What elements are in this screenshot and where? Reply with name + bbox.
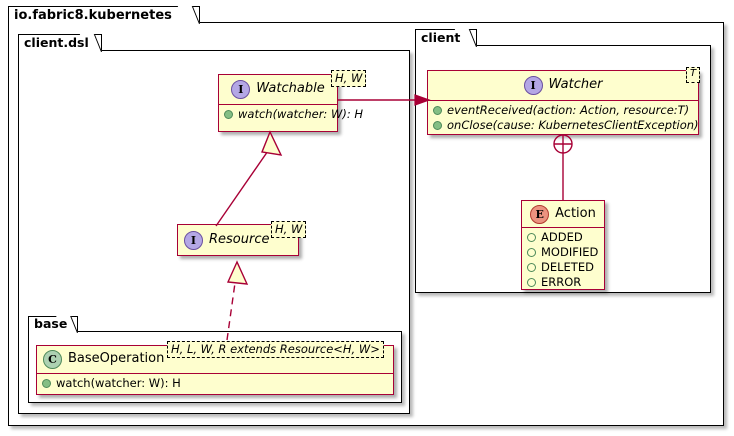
package-client-tab: client xyxy=(415,29,477,46)
member-label: ADDED xyxy=(541,230,583,244)
member-row: ERROR xyxy=(527,275,599,290)
interface-icon: I xyxy=(231,80,251,99)
member-label: DELETED xyxy=(541,259,594,274)
class-baseoperation-generics: H, L, W, R extends Resource<H, W> xyxy=(167,341,384,359)
enum-action-name: Action xyxy=(555,205,596,221)
public-visibility-icon xyxy=(433,120,442,130)
member-label: eventReceived(action: Action, resource:T… xyxy=(447,103,690,117)
interface-icon: I xyxy=(184,230,203,250)
class-icon: C xyxy=(43,350,62,369)
member-row: watch(watcher: W): H xyxy=(42,376,388,391)
package-client-dsl-tab: client.dsl xyxy=(18,34,102,51)
interface-icon: I xyxy=(523,76,543,95)
member-label: ERROR xyxy=(541,274,582,289)
package-client-label: client xyxy=(421,29,461,45)
member-label: onClose(cause: KubernetesClientException… xyxy=(447,117,699,132)
class-baseoperation-header: C BaseOperation xyxy=(37,346,393,374)
class-watchable-name: Watchable xyxy=(256,81,325,97)
enum-action-members: ADDED MODIFIED DELETED ERROR xyxy=(522,228,604,293)
class-baseoperation[interactable]: C BaseOperation watch(watcher: W): H xyxy=(36,345,394,395)
class-watchable-header: I Watchable xyxy=(219,75,337,105)
member-row: ADDED xyxy=(527,230,599,245)
package-io-fabric8-kubernetes-label: io.fabric8.kubernetes xyxy=(14,7,172,23)
member-label: watch(watcher: W): H xyxy=(56,376,181,390)
class-resource-generics: H, W xyxy=(271,221,307,239)
class-baseoperation-name: BaseOperation xyxy=(68,351,165,367)
package-io-fabric8-kubernetes-tab: io.fabric8.kubernetes xyxy=(8,6,200,23)
member-row: onClose(cause: KubernetesClientException… xyxy=(433,118,699,133)
enum-action-header: E Action xyxy=(522,201,604,228)
enum-icon: E xyxy=(530,204,550,224)
class-watchable[interactable]: I Watchable watch(watcher: W): H xyxy=(218,74,363,132)
public-visibility-icon xyxy=(42,378,51,388)
enum-constant-icon xyxy=(527,262,536,272)
member-row: DELETED xyxy=(527,260,599,275)
class-watcher-generics: T xyxy=(686,67,701,83)
package-base-label: base xyxy=(34,316,68,332)
class-resource-header: I Resource xyxy=(178,225,298,255)
class-watcher-members: eventReceived(action: Action, resource:T… xyxy=(428,101,699,136)
enum-constant-icon xyxy=(527,247,536,257)
member-label: MODIFIED xyxy=(541,244,599,259)
package-base-tab: base xyxy=(28,316,78,332)
package-client-dsl-label: client.dsl xyxy=(24,34,89,50)
enum-action[interactable]: E Action ADDED MODIFIED DELETED ERROR xyxy=(521,200,605,290)
class-watcher[interactable]: I Watcher eventReceived(action: Action, … xyxy=(427,70,699,135)
member-row: watch(watcher: W): H xyxy=(224,107,363,122)
class-resource-name: Resource xyxy=(209,231,270,247)
class-watchable-generics: H, W xyxy=(331,70,367,88)
public-visibility-icon xyxy=(433,105,442,115)
public-visibility-icon xyxy=(224,109,233,119)
class-watcher-name: Watcher xyxy=(548,77,603,93)
member-label: watch(watcher: W): H xyxy=(238,107,364,121)
class-watcher-header: I Watcher xyxy=(428,71,698,101)
enum-constant-icon xyxy=(527,232,536,242)
class-watchable-members: watch(watcher: W): H xyxy=(219,105,363,125)
enum-constant-icon xyxy=(527,277,536,287)
member-row: MODIFIED xyxy=(527,245,599,260)
member-row: eventReceived(action: Action, resource:T… xyxy=(433,103,693,118)
class-baseoperation-members: watch(watcher: W): H xyxy=(37,374,393,394)
